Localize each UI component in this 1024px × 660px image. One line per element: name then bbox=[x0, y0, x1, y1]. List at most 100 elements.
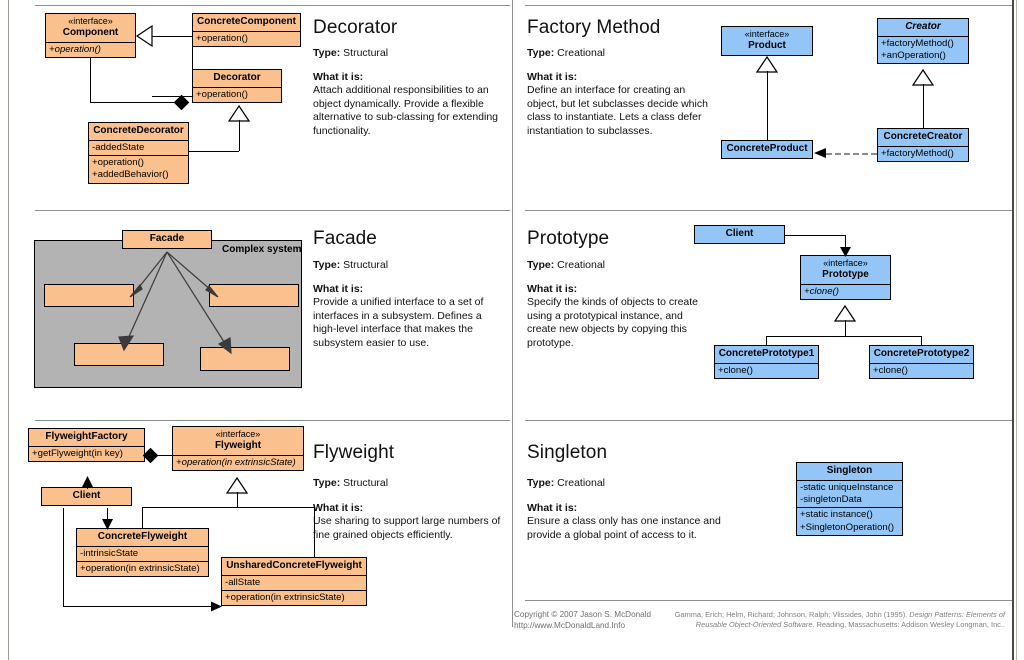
class-method: +clone() bbox=[804, 285, 839, 297]
class-stereotype: «interface» bbox=[744, 29, 790, 39]
reference-citation: Gamma, Erich; Helm, Richard; Johnson, Ra… bbox=[660, 610, 1005, 630]
connector-line bbox=[785, 235, 846, 236]
class-title: Client bbox=[72, 490, 101, 501]
class-header: Facade bbox=[123, 231, 211, 248]
connector-line bbox=[189, 151, 239, 152]
class-box-creator: Creator +factoryMethod() +anOperation() bbox=[877, 18, 969, 65]
class-methods: +operation(in extrinsicState) bbox=[173, 454, 303, 470]
connector-line bbox=[107, 508, 108, 521]
class-title: Client bbox=[725, 228, 754, 239]
page-title-factory-method: Factory Method bbox=[527, 17, 661, 38]
class-box-concrete-creator: ConcreteCreator +factoryMethod() bbox=[877, 128, 969, 162]
class-attribute: -allState bbox=[225, 576, 261, 588]
connector-line bbox=[142, 507, 143, 528]
class-header: «interface» Flyweight bbox=[173, 427, 303, 455]
connector-line bbox=[239, 120, 240, 151]
page-left-rule bbox=[8, 0, 9, 660]
class-methods: +operation() bbox=[46, 41, 135, 57]
class-attribute: -singletonData bbox=[800, 494, 862, 505]
type-value: Structural bbox=[343, 47, 389, 59]
type-value: Structural bbox=[343, 477, 389, 489]
connector-line bbox=[152, 96, 192, 97]
class-attributes: -static uniqueInstance -singletonData bbox=[797, 479, 902, 508]
class-header: Singleton bbox=[797, 463, 902, 480]
subsystem-box-3 bbox=[74, 343, 164, 366]
class-title: Creator bbox=[905, 21, 941, 32]
class-box-client: Client bbox=[41, 487, 132, 506]
what-text: Attach additional responsibilities to an… bbox=[313, 84, 499, 137]
connector-line bbox=[90, 57, 91, 102]
class-title: Flyweight bbox=[214, 440, 262, 451]
class-box-singleton: Singleton -static uniqueInstance -single… bbox=[796, 462, 903, 537]
page-title-prototype: Prototype bbox=[527, 228, 610, 249]
class-method: +anOperation() bbox=[881, 50, 946, 61]
class-method: +operation() bbox=[92, 157, 144, 168]
what-block-singleton: What it is: Ensure a class only has one … bbox=[527, 502, 722, 542]
class-stereotype: «interface» bbox=[68, 16, 113, 26]
class-header: Creator bbox=[878, 19, 968, 36]
class-attributes: -allState bbox=[222, 574, 366, 590]
class-header: ConcreteProduct bbox=[722, 141, 812, 158]
class-methods: +operation() bbox=[193, 30, 300, 46]
class-box-concrete-prototype-2: ConcretePrototype2 +clone() bbox=[869, 345, 974, 379]
class-box-concrete-component: ConcreteComponent +operation() bbox=[192, 13, 301, 47]
subsystem-box-1 bbox=[44, 284, 134, 307]
class-methods: +operation() +addedBehavior() bbox=[89, 155, 188, 183]
class-methods: +getFlyweight(in key) bbox=[29, 445, 144, 461]
class-attributes: -addedState bbox=[89, 139, 188, 155]
class-header: ConcreteDecorator bbox=[89, 123, 188, 140]
connector-line bbox=[767, 71, 768, 140]
what-block-flyweight: What it is: Use sharing to support large… bbox=[313, 502, 505, 542]
class-attributes: -intrinsicState bbox=[77, 545, 208, 561]
class-box-concrete-product: ConcreteProduct bbox=[721, 140, 813, 159]
class-title: FlyweightFactory bbox=[45, 431, 128, 442]
class-methods: +operation(in extrinsicState) bbox=[77, 561, 208, 576]
class-title: ConcreteProduct bbox=[726, 143, 808, 154]
divider-footer bbox=[525, 600, 1012, 601]
connector-line bbox=[156, 455, 172, 456]
class-title: ConcreteDecorator bbox=[93, 125, 184, 136]
class-methods: +factoryMethod() +anOperation() bbox=[878, 35, 968, 64]
class-box-flyweight-factory: FlyweightFactory +getFlyweight(in key) bbox=[28, 428, 145, 462]
connector-line bbox=[845, 320, 846, 336]
class-box-concrete-flyweight: ConcreteFlyweight -intrinsicState +opera… bbox=[76, 528, 209, 578]
class-methods: +factoryMethod() bbox=[878, 145, 968, 161]
copyright-text: Copyright © 2007 Jason S. McDonald http:… bbox=[514, 610, 652, 630]
what-text: Specify the kinds of objects to create u… bbox=[527, 296, 699, 349]
class-box-concrete-prototype-1: ConcretePrototype1 +clone() bbox=[714, 345, 819, 379]
class-box-client: Client bbox=[694, 225, 785, 244]
divider-mid-left bbox=[35, 210, 510, 211]
class-header: «interface» Product bbox=[722, 27, 812, 55]
class-method: +operation() bbox=[196, 32, 248, 44]
page-title-singleton: Singleton bbox=[527, 442, 608, 463]
type-line-singleton: Type: Creational bbox=[527, 477, 605, 489]
class-box-component: «interface» Component +operation() bbox=[45, 13, 136, 58]
type-label: Type: bbox=[527, 47, 555, 59]
type-label: Type: bbox=[527, 477, 555, 489]
class-method: +addedBehavior() bbox=[92, 169, 169, 181]
what-block-facade: What it is: Provide a unified interface … bbox=[313, 283, 505, 350]
connector-line bbox=[766, 336, 767, 346]
class-attribute: -intrinsicState bbox=[80, 547, 139, 559]
class-header: ConcretePrototype1 bbox=[715, 346, 818, 363]
reference-italic-1: Design Patterns: Elements of Reusable Ob… bbox=[695, 610, 1005, 629]
connector-line bbox=[845, 235, 846, 249]
type-value: Creational bbox=[557, 259, 606, 271]
class-title: Prototype bbox=[822, 269, 869, 280]
class-attribute: -addedState bbox=[92, 141, 145, 153]
class-title: ConcreteCreator bbox=[883, 131, 963, 142]
connector-line bbox=[152, 36, 192, 37]
what-block-factory-method: What it is: Define an interface for crea… bbox=[527, 71, 712, 138]
class-header: ConcreteCreator bbox=[878, 129, 968, 146]
class-box-decorator: Decorator +operation() bbox=[192, 69, 282, 103]
complex-system-label: Complex system bbox=[222, 244, 302, 255]
class-box-prototype: «interface» Prototype +clone() bbox=[800, 255, 891, 300]
class-stereotype: «interface» bbox=[823, 258, 868, 268]
class-title: ConcretePrototype1 bbox=[718, 348, 815, 359]
class-title: ConcreteFlyweight bbox=[97, 531, 188, 542]
class-title: UnsharedConcreteFlyweight bbox=[226, 560, 362, 571]
type-label: Type: bbox=[527, 259, 555, 271]
class-header: FlyweightFactory bbox=[29, 429, 144, 446]
class-methods: +clone() bbox=[715, 362, 818, 378]
